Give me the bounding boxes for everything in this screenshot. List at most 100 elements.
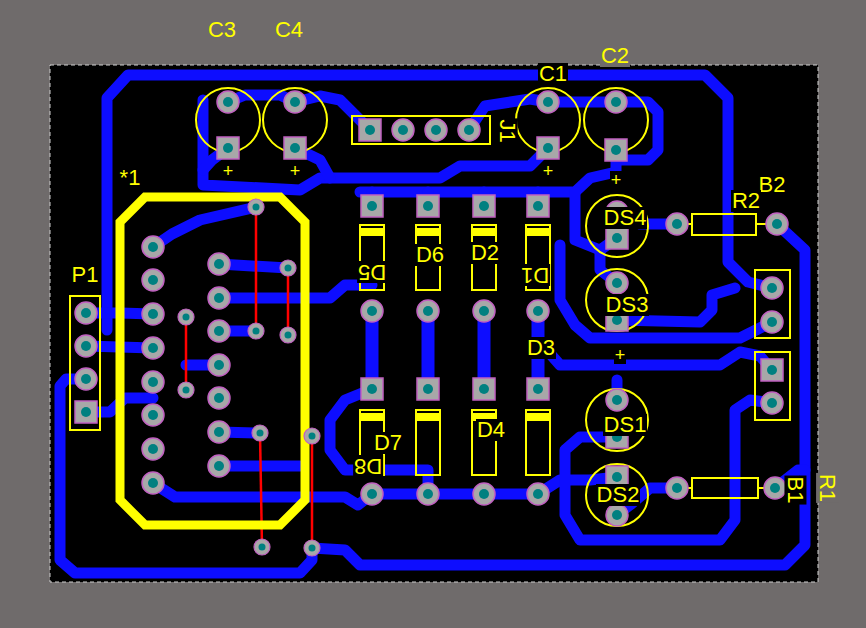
copper-trace: [153, 477, 617, 505]
diode-outline: [416, 410, 440, 475]
silkscreen-label: +: [542, 162, 555, 180]
silkscreen-label: D2: [470, 242, 500, 264]
cathode-band: [526, 228, 550, 236]
diode-outline: [526, 410, 550, 475]
top-trace: [260, 433, 262, 547]
cathode-band: [416, 413, 440, 421]
led-outline: [586, 389, 648, 451]
via: [304, 540, 320, 556]
pad: [208, 387, 230, 409]
led-outline: [586, 195, 648, 257]
silkscreen-label: D4: [476, 419, 506, 441]
pad: [284, 137, 306, 159]
silkscreen-label: D3: [526, 337, 556, 359]
pad: [359, 119, 381, 141]
via: [252, 425, 268, 441]
pad: [217, 91, 239, 113]
copper-trace: [372, 311, 538, 389]
silkscreen-label: P1: [71, 264, 100, 286]
pad: [527, 300, 549, 322]
pad: [142, 236, 164, 258]
resistor-lead: [688, 487, 764, 489]
pad: [473, 195, 495, 217]
cathode-band: [360, 228, 384, 236]
copper-trace: [565, 400, 772, 540]
cathode-band: [416, 228, 440, 236]
via: [280, 327, 296, 343]
via: [304, 428, 320, 444]
pad: [392, 119, 414, 141]
silkscreen: [70, 88, 790, 526]
led-outline: [586, 464, 648, 526]
copper-trace: [107, 75, 772, 330]
silkscreen-label: R1: [816, 473, 838, 503]
top-traces: [186, 207, 312, 548]
pad: [417, 483, 439, 505]
pad: [417, 300, 439, 322]
via: [178, 382, 194, 398]
pad: [666, 213, 688, 235]
header-outline: [70, 296, 100, 430]
silkscreen-label: D7: [373, 432, 403, 454]
pad: [208, 253, 230, 275]
cathode-band: [472, 228, 496, 236]
top-trace: [185, 317, 188, 390]
pad: [75, 335, 97, 357]
via: [254, 539, 270, 555]
silkscreen-label: +: [614, 346, 627, 364]
pad: [766, 213, 788, 235]
pad: [537, 137, 559, 159]
silkscreen-label: J1: [496, 118, 518, 143]
copper-trace: [203, 100, 548, 190]
via: [248, 199, 264, 215]
silkscreen-label: C4: [274, 19, 304, 41]
pads: [75, 91, 788, 556]
silkscreen-label: +: [289, 162, 302, 180]
resistor-outline: [692, 214, 756, 235]
cathode-bands: [360, 228, 550, 421]
board-outline: [50, 65, 818, 582]
cathode-band: [526, 413, 550, 421]
pad: [208, 320, 230, 342]
copper-trace: [372, 192, 538, 206]
copper-trace: [312, 224, 805, 565]
top-trace: [255, 207, 258, 331]
via: [178, 309, 194, 325]
resistor-lead: [688, 223, 766, 225]
silkscreen-label: DS1: [603, 414, 648, 436]
silkscreen-label: C2: [600, 45, 630, 67]
pad: [606, 227, 628, 249]
pad: [217, 137, 239, 159]
pad: [284, 91, 306, 113]
pad: [142, 472, 164, 494]
top-trace: [311, 436, 314, 548]
pad: [75, 401, 97, 423]
pad: [606, 504, 628, 526]
pad: [761, 392, 783, 414]
top-trace: [287, 268, 290, 335]
pad: [417, 195, 439, 217]
pad: [142, 371, 164, 393]
pad: [761, 311, 783, 333]
pad: [417, 378, 439, 400]
copper-trace: [186, 264, 372, 466]
cathode-band: [360, 413, 384, 421]
pad: [605, 91, 627, 113]
pad: [473, 378, 495, 400]
pad: [361, 378, 383, 400]
silkscreen-label: B1: [784, 476, 806, 505]
pad: [361, 483, 383, 505]
pad: [764, 477, 786, 499]
pad: [473, 300, 495, 322]
pad: [527, 483, 549, 505]
silkscreen-label: *1: [119, 167, 142, 189]
silkscreen-label: DS4: [603, 207, 648, 229]
pad: [425, 119, 447, 141]
pad: [537, 91, 559, 113]
pad: [527, 378, 549, 400]
copper-trace: [153, 207, 256, 247]
silkscreen-label: C1: [538, 63, 568, 85]
pad: [142, 337, 164, 359]
pad: [761, 277, 783, 299]
